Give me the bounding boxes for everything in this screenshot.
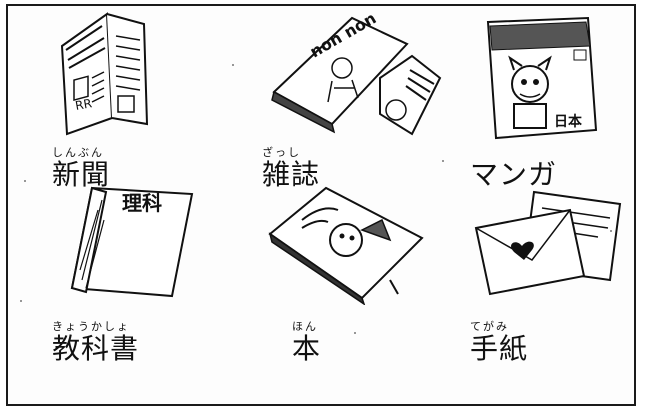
item-letter: てがみ 手紙	[470, 180, 645, 365]
book-icon	[268, 186, 424, 305]
newspaper-word: 新聞	[52, 158, 111, 191]
scan-speck	[610, 230, 612, 232]
letter-icon	[474, 190, 622, 296]
newspaper-icon: RR	[60, 12, 149, 136]
manga-cover-text: 日本	[554, 113, 583, 130]
textbook-cover-text: 理科	[122, 191, 162, 215]
textbook-word: 教科書	[52, 332, 140, 365]
scan-speck	[442, 160, 444, 162]
newspaper-furigana: しんぶん	[52, 146, 104, 159]
magazine-icon: non non	[271, 8, 442, 136]
book-furigana: ほん	[292, 320, 318, 333]
letter-word: 手紙	[470, 332, 529, 365]
textbook-icon: 理科	[70, 186, 194, 298]
item-newspaper: RR しんぶん 新聞	[52, 6, 252, 191]
scan-speck	[24, 180, 26, 182]
scan-speck	[354, 332, 356, 334]
manga-icon: 日本	[486, 16, 598, 140]
magazine-furigana: ざっし	[262, 146, 301, 159]
item-textbook: 理科 きょうかしょ 教科書	[52, 180, 252, 365]
magazine-word: 雑誌	[262, 158, 321, 191]
item-book: ほん 本	[262, 180, 462, 365]
scan-speck	[232, 64, 234, 66]
scan-speck	[20, 300, 22, 302]
item-magazine: non non ざっし 雑誌	[262, 6, 462, 191]
letter-furigana: てがみ	[470, 320, 509, 333]
book-word: 本	[292, 332, 322, 365]
item-manga: 日本 マンガ	[470, 6, 645, 191]
svg-text:RR: RR	[74, 96, 93, 113]
manga-word: マンガ	[470, 158, 558, 191]
textbook-furigana: きょうかしょ	[52, 320, 130, 333]
